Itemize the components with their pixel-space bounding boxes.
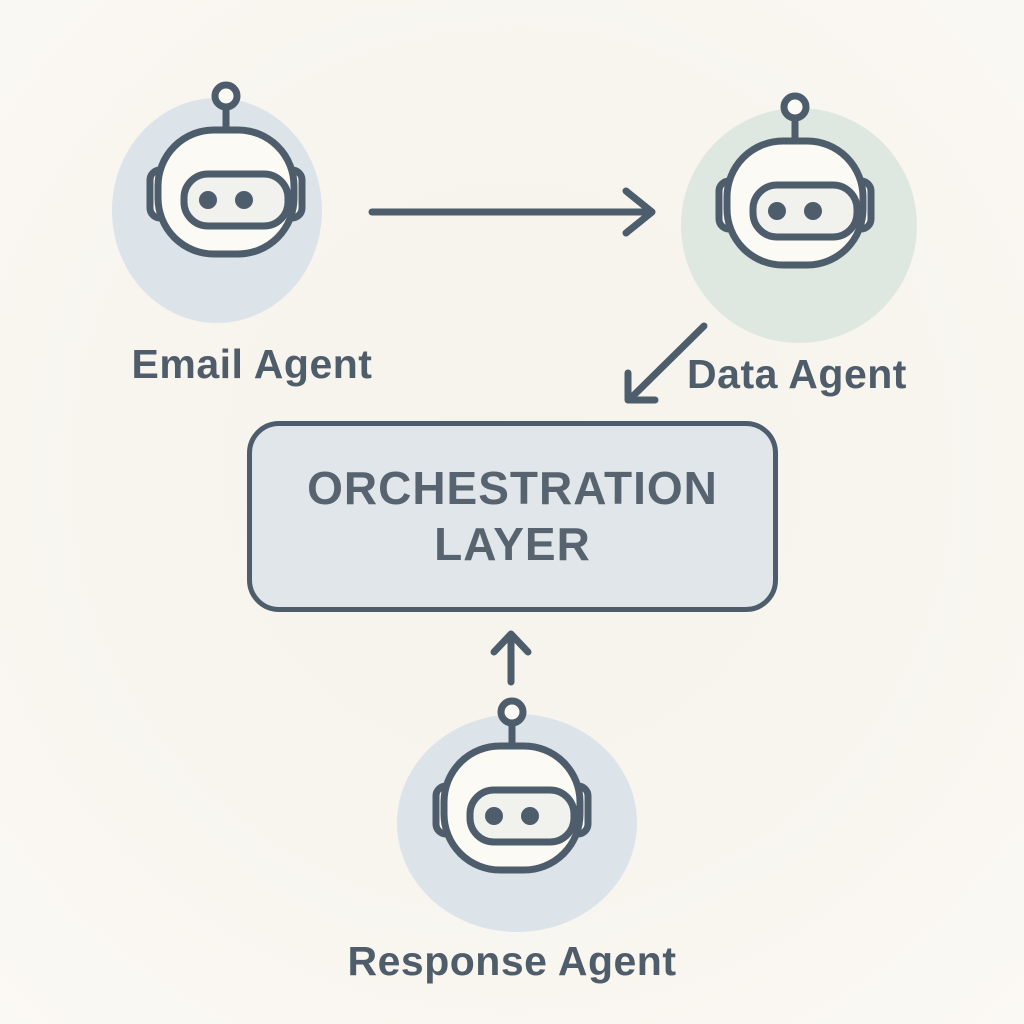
- response-agent-label: Response Agent: [347, 938, 677, 984]
- robot-icon: [715, 89, 875, 281]
- robot-icon: [146, 78, 306, 270]
- arrow-data-to-orchestration: [624, 322, 708, 404]
- orchestration-layer-label: ORCHESTRATION LAYER: [307, 462, 718, 570]
- arrow-email-to-data: [368, 187, 656, 237]
- data-agent-label: Data Agent: [687, 351, 907, 397]
- arrow-response-to-orchestration: [490, 630, 532, 686]
- robot-icon: [432, 694, 592, 886]
- email-agent-label: Email Agent: [131, 341, 373, 387]
- orchestration-layer-box: ORCHESTRATION LAYER: [247, 421, 778, 612]
